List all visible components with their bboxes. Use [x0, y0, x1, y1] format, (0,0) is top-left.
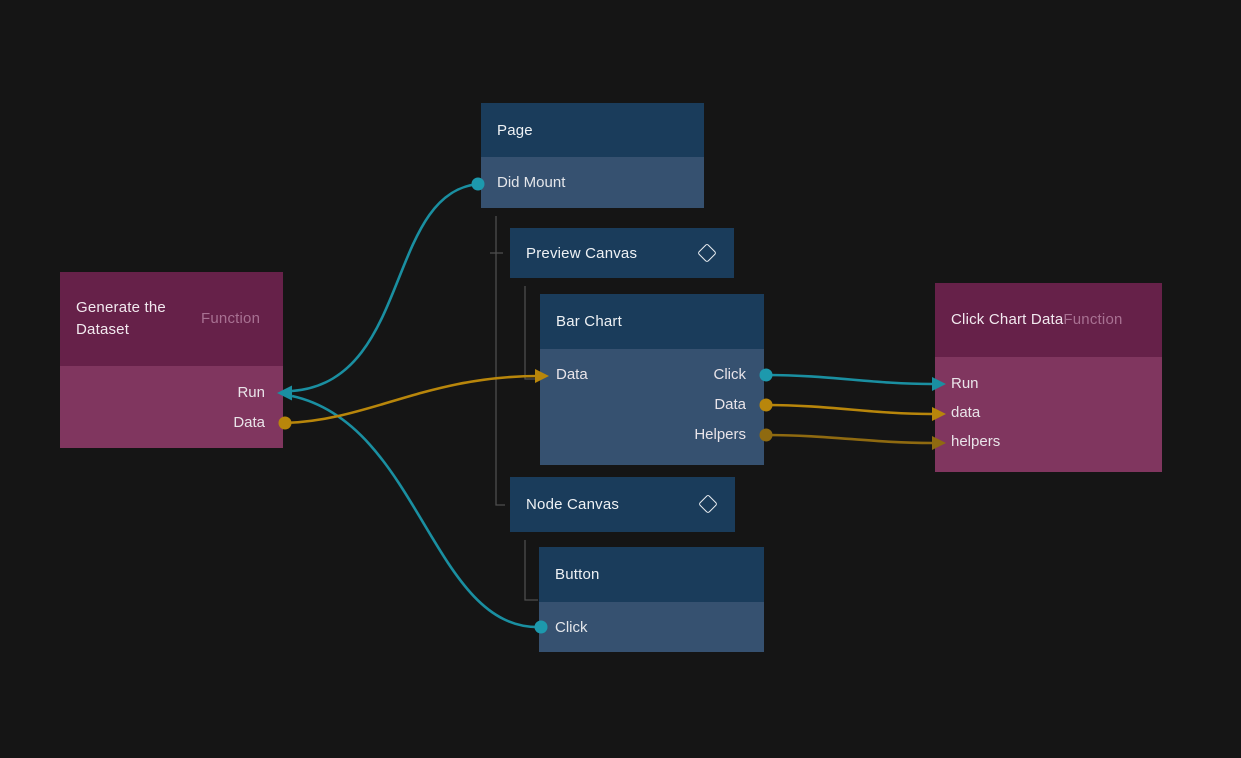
- node-generate-dataset-title: Generate the Dataset: [76, 299, 166, 338]
- port-bar-chart-helpers-output[interactable]: Helpers: [694, 426, 746, 443]
- node-button[interactable]: Button Click: [539, 547, 764, 652]
- node-click-chart-data[interactable]: Click Chart Data Function Run data helpe…: [935, 283, 1162, 472]
- node-node-canvas-header[interactable]: Node Canvas: [510, 477, 735, 532]
- port-page-did-mount[interactable]: Did Mount: [481, 157, 704, 208]
- node-generate-dataset-body: Run Data: [60, 366, 283, 448]
- node-generate-dataset-subtitle: Function: [201, 310, 261, 327]
- port-bar-chart-data-input[interactable]: Data: [556, 366, 588, 383]
- port-clickchart-data-input[interactable]: data: [951, 404, 981, 421]
- tree-line-nodecanvas-to-button: [524, 540, 538, 601]
- node-preview-canvas[interactable]: Preview Canvas: [510, 228, 734, 278]
- node-node-canvas-title: Node Canvas: [526, 496, 620, 513]
- port-button-click[interactable]: Click: [539, 602, 764, 652]
- node-page-title[interactable]: Page: [481, 103, 704, 157]
- tree-line-page-children: [495, 216, 505, 506]
- connection-buttonclick-to-run[interactable]: [291, 394, 541, 629]
- node-bar-chart-body: Data Click Data Helpers: [540, 349, 764, 465]
- port-bar-chart-data-output[interactable]: Data: [714, 396, 746, 413]
- node-button-title[interactable]: Button: [539, 547, 764, 602]
- node-node-canvas[interactable]: Node Canvas: [510, 477, 735, 532]
- connection-generatedata-to-barchartdata[interactable]: [284, 374, 541, 425]
- port-bar-chart-click-output[interactable]: Click: [713, 366, 747, 383]
- node-page[interactable]: Page Did Mount: [481, 103, 704, 208]
- tree-line-preview-to-barchart: [524, 286, 538, 380]
- connection-barcharthelpers-to-helpers[interactable]: [765, 433, 933, 445]
- node-click-chart-data-body: Run data helpers: [935, 357, 1162, 472]
- node-generate-dataset[interactable]: Generate the Dataset Function Run Data: [60, 272, 283, 448]
- node-preview-canvas-header[interactable]: Preview Canvas: [510, 228, 734, 278]
- port-generate-data-output[interactable]: Data: [233, 414, 265, 431]
- port-clickchart-run-input[interactable]: Run: [951, 375, 979, 392]
- connection-barchartdata-to-data[interactable]: [765, 403, 933, 416]
- node-click-chart-data-subtitle: Function: [1063, 311, 1123, 328]
- node-click-chart-data-header[interactable]: Click Chart Data Function: [935, 283, 1162, 357]
- connection-didmount-to-run[interactable]: [291, 182, 480, 393]
- node-preview-canvas-title: Preview Canvas: [526, 244, 638, 262]
- node-bar-chart-title[interactable]: Bar Chart: [540, 294, 764, 349]
- node-generate-dataset-header[interactable]: Generate the Dataset Function: [60, 272, 283, 366]
- port-generate-run-input[interactable]: Run: [237, 384, 265, 401]
- port-clickchart-helpers-input[interactable]: helpers: [951, 433, 1001, 450]
- node-bar-chart[interactable]: Bar Chart Data Click Data Helpers: [540, 294, 764, 465]
- node-click-chart-data-title: Click Chart Data: [951, 311, 1064, 328]
- connection-barchartclick-to-run[interactable]: [765, 373, 933, 386]
